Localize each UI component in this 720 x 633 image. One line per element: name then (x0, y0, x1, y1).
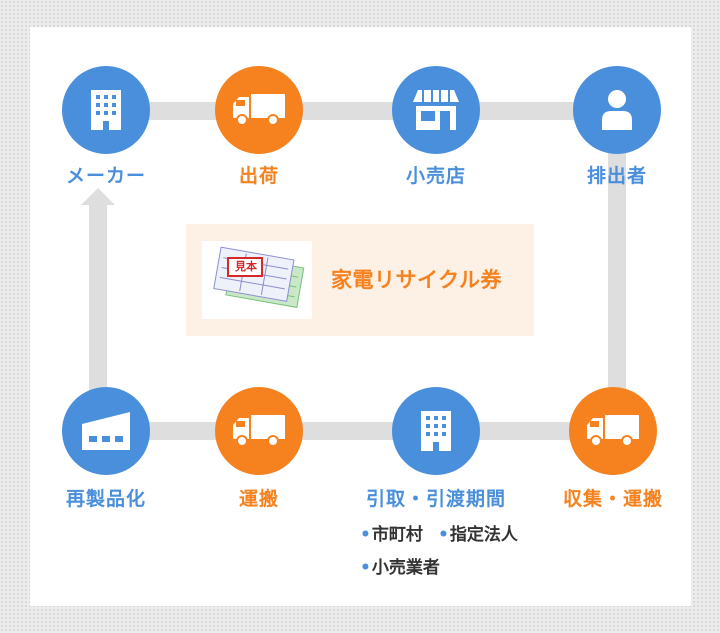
handover-item-designated-corp: •指定法人 (438, 520, 518, 545)
node-handover (392, 387, 480, 475)
building-icon (421, 411, 451, 451)
recycle-ticket-image: 見本 (202, 241, 312, 319)
person-icon (602, 90, 632, 130)
truck-icon (233, 94, 285, 126)
recycle-ticket-title: 家電リサイクル券 (331, 268, 502, 292)
connector-top (106, 102, 616, 120)
factory-icon (82, 412, 130, 450)
node-shipping (215, 66, 303, 154)
sample-stamp: 見本 (235, 260, 257, 273)
node-collection-label: 収集・運搬 (562, 488, 663, 510)
node-recycle (62, 387, 150, 475)
node-transport-label: 運搬 (238, 488, 279, 510)
handover-item-label: 市町村 (371, 525, 423, 545)
node-collection (569, 387, 657, 475)
node-retailer (392, 66, 480, 154)
bullet-dot-icon: • (360, 525, 371, 545)
handover-item-label: 指定法人 (449, 525, 518, 545)
building-icon (91, 90, 121, 130)
node-transport (215, 387, 303, 475)
node-discharger-label: 排出者 (586, 165, 647, 187)
handover-item-label: 小売業者 (371, 558, 440, 578)
bullet-dot-icon: • (360, 558, 371, 578)
connector-bottom (106, 422, 616, 440)
truck-icon (587, 415, 639, 447)
recycle-ticket-box: 見本 家電リサイクル券 (186, 224, 534, 336)
bullet-dot-icon: • (438, 525, 449, 545)
handover-item-municipality: •市町村 (360, 520, 423, 545)
node-recycle-label: 再製品化 (65, 488, 146, 510)
node-retailer-label: 小売店 (405, 165, 466, 187)
arrow-up-icon (81, 188, 115, 205)
store-icon (413, 90, 459, 130)
node-maker-label: メーカー (65, 165, 146, 187)
node-maker (62, 66, 150, 154)
handover-item-retailer: •小売業者 (360, 553, 440, 578)
truck-icon (233, 415, 285, 447)
connector-right (608, 111, 626, 431)
node-discharger (573, 66, 661, 154)
node-handover-label: 引取・引渡期間 (365, 488, 506, 510)
node-shipping-label: 出荷 (238, 165, 279, 187)
connector-left (89, 205, 107, 431)
